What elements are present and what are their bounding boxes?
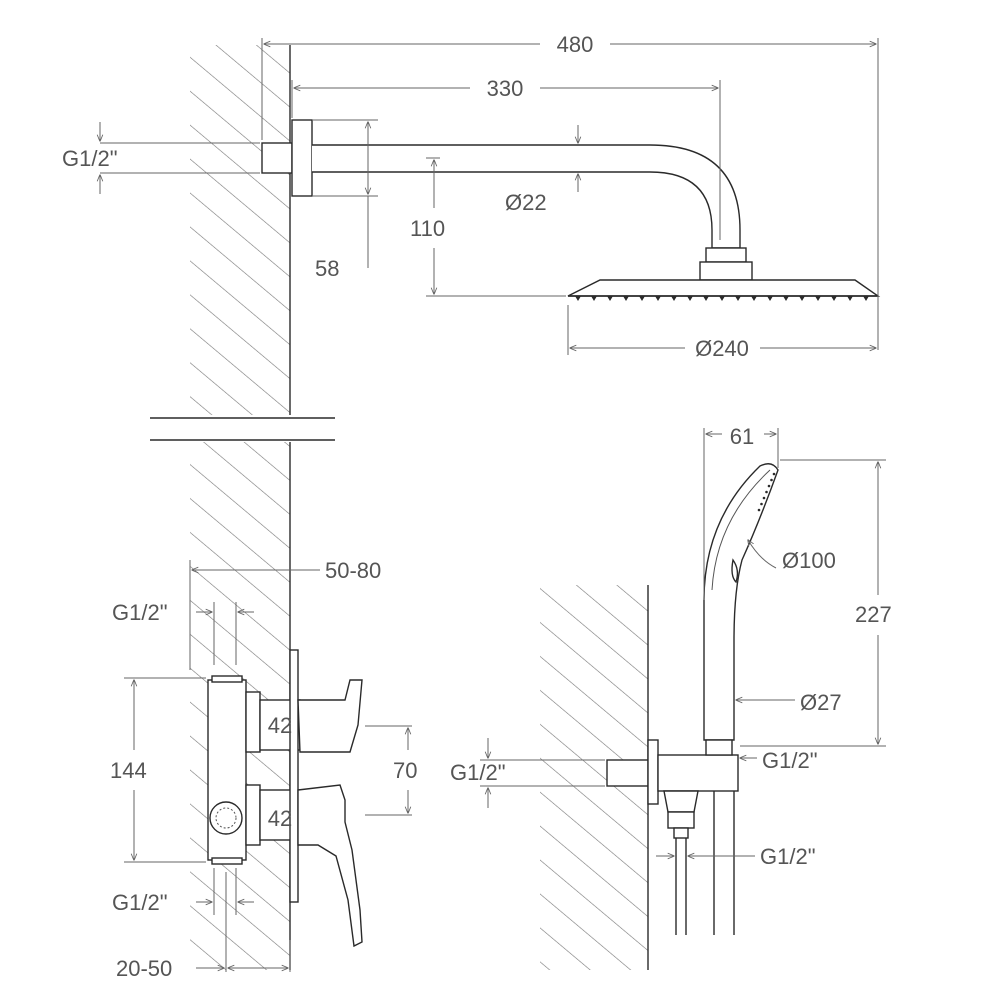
shower-arm	[312, 144, 741, 249]
dim-head-drop: 110	[410, 216, 445, 241]
wall-flange	[291, 119, 313, 197]
holder-bracket	[657, 754, 739, 792]
mixer-assembly	[207, 649, 363, 948]
hand-nozzle	[765, 490, 768, 494]
dim-wall-depth: 50-80	[325, 558, 381, 583]
swivel-joint	[705, 247, 747, 263]
dim-head-width: 61	[730, 424, 754, 449]
nozzle	[735, 296, 741, 301]
nozzle	[831, 296, 837, 301]
nozzle	[575, 296, 581, 301]
nozzle	[623, 296, 629, 301]
dimensions-hand	[480, 428, 886, 856]
mixer-lever	[297, 784, 363, 948]
nozzle	[607, 296, 613, 301]
nozzle	[863, 296, 869, 301]
nozzle	[671, 296, 677, 301]
hand-nozzle	[760, 502, 763, 506]
dim-wall-thread: G1/2"	[450, 760, 506, 785]
dimensions-mixer	[124, 560, 412, 972]
dim-thread-top: G1/2"	[62, 146, 118, 171]
nozzle	[847, 296, 853, 301]
wall-connector	[261, 142, 293, 174]
dimensions-top	[100, 38, 879, 355]
hand-shower-handle	[703, 463, 779, 741]
nozzle	[639, 296, 645, 301]
outlet-flange	[647, 739, 659, 805]
dim-overall-length: 480	[557, 32, 594, 57]
hand-nozzle	[767, 484, 771, 488]
dim-head-diameter: Ø240	[695, 336, 749, 361]
dim-inlet-thread-top: G1/2"	[112, 600, 168, 625]
hand-nozzle	[762, 496, 766, 500]
cover-plate	[289, 649, 299, 903]
hand-shower-nozzles	[757, 472, 776, 512]
dim-install-depth: 20-50	[116, 956, 172, 981]
dim-arm-diameter: Ø22	[505, 190, 547, 215]
dim-hand-length: 227	[855, 602, 892, 627]
wall-section-top	[150, 45, 335, 441]
dim-flange-offset: 58	[315, 256, 339, 281]
nozzle	[783, 296, 789, 301]
hand-shower-button	[731, 558, 739, 584]
nozzle	[719, 296, 725, 301]
dim-lower-cartridge: 42	[268, 806, 292, 831]
nozzle	[687, 296, 693, 301]
dim-upper-cartridge: 42	[268, 713, 292, 738]
dim-handle-diameter: Ø27	[800, 690, 842, 715]
nozzle	[591, 296, 597, 301]
hand-nozzle	[772, 472, 776, 476]
hand-shower-assembly	[606, 463, 779, 935]
dim-spacing: 70	[393, 758, 417, 783]
nozzle	[703, 296, 709, 301]
wall-outlet	[606, 759, 649, 787]
nozzle	[767, 296, 773, 301]
dim-handle-thread: G1/2"	[762, 748, 818, 773]
dim-inlet-thread-bottom: G1/2"	[112, 890, 168, 915]
shower-arm-assembly	[261, 119, 881, 297]
nozzle	[655, 296, 661, 301]
diverter-handle	[297, 679, 363, 753]
shower-nozzles	[575, 296, 869, 301]
inlet-port	[209, 801, 243, 835]
dim-hose-thread: G1/2"	[760, 844, 816, 869]
hand-nozzle	[757, 508, 761, 512]
dim-body-height: 144	[110, 758, 147, 783]
hand-nozzle	[770, 478, 773, 482]
nozzle	[815, 296, 821, 301]
dim-hand-head-diameter: Ø100	[782, 548, 836, 573]
ball-joint	[699, 261, 753, 281]
nozzle	[799, 296, 805, 301]
dim-arm-length: 330	[487, 76, 524, 101]
shower-head	[567, 279, 881, 297]
nozzle	[751, 296, 757, 301]
